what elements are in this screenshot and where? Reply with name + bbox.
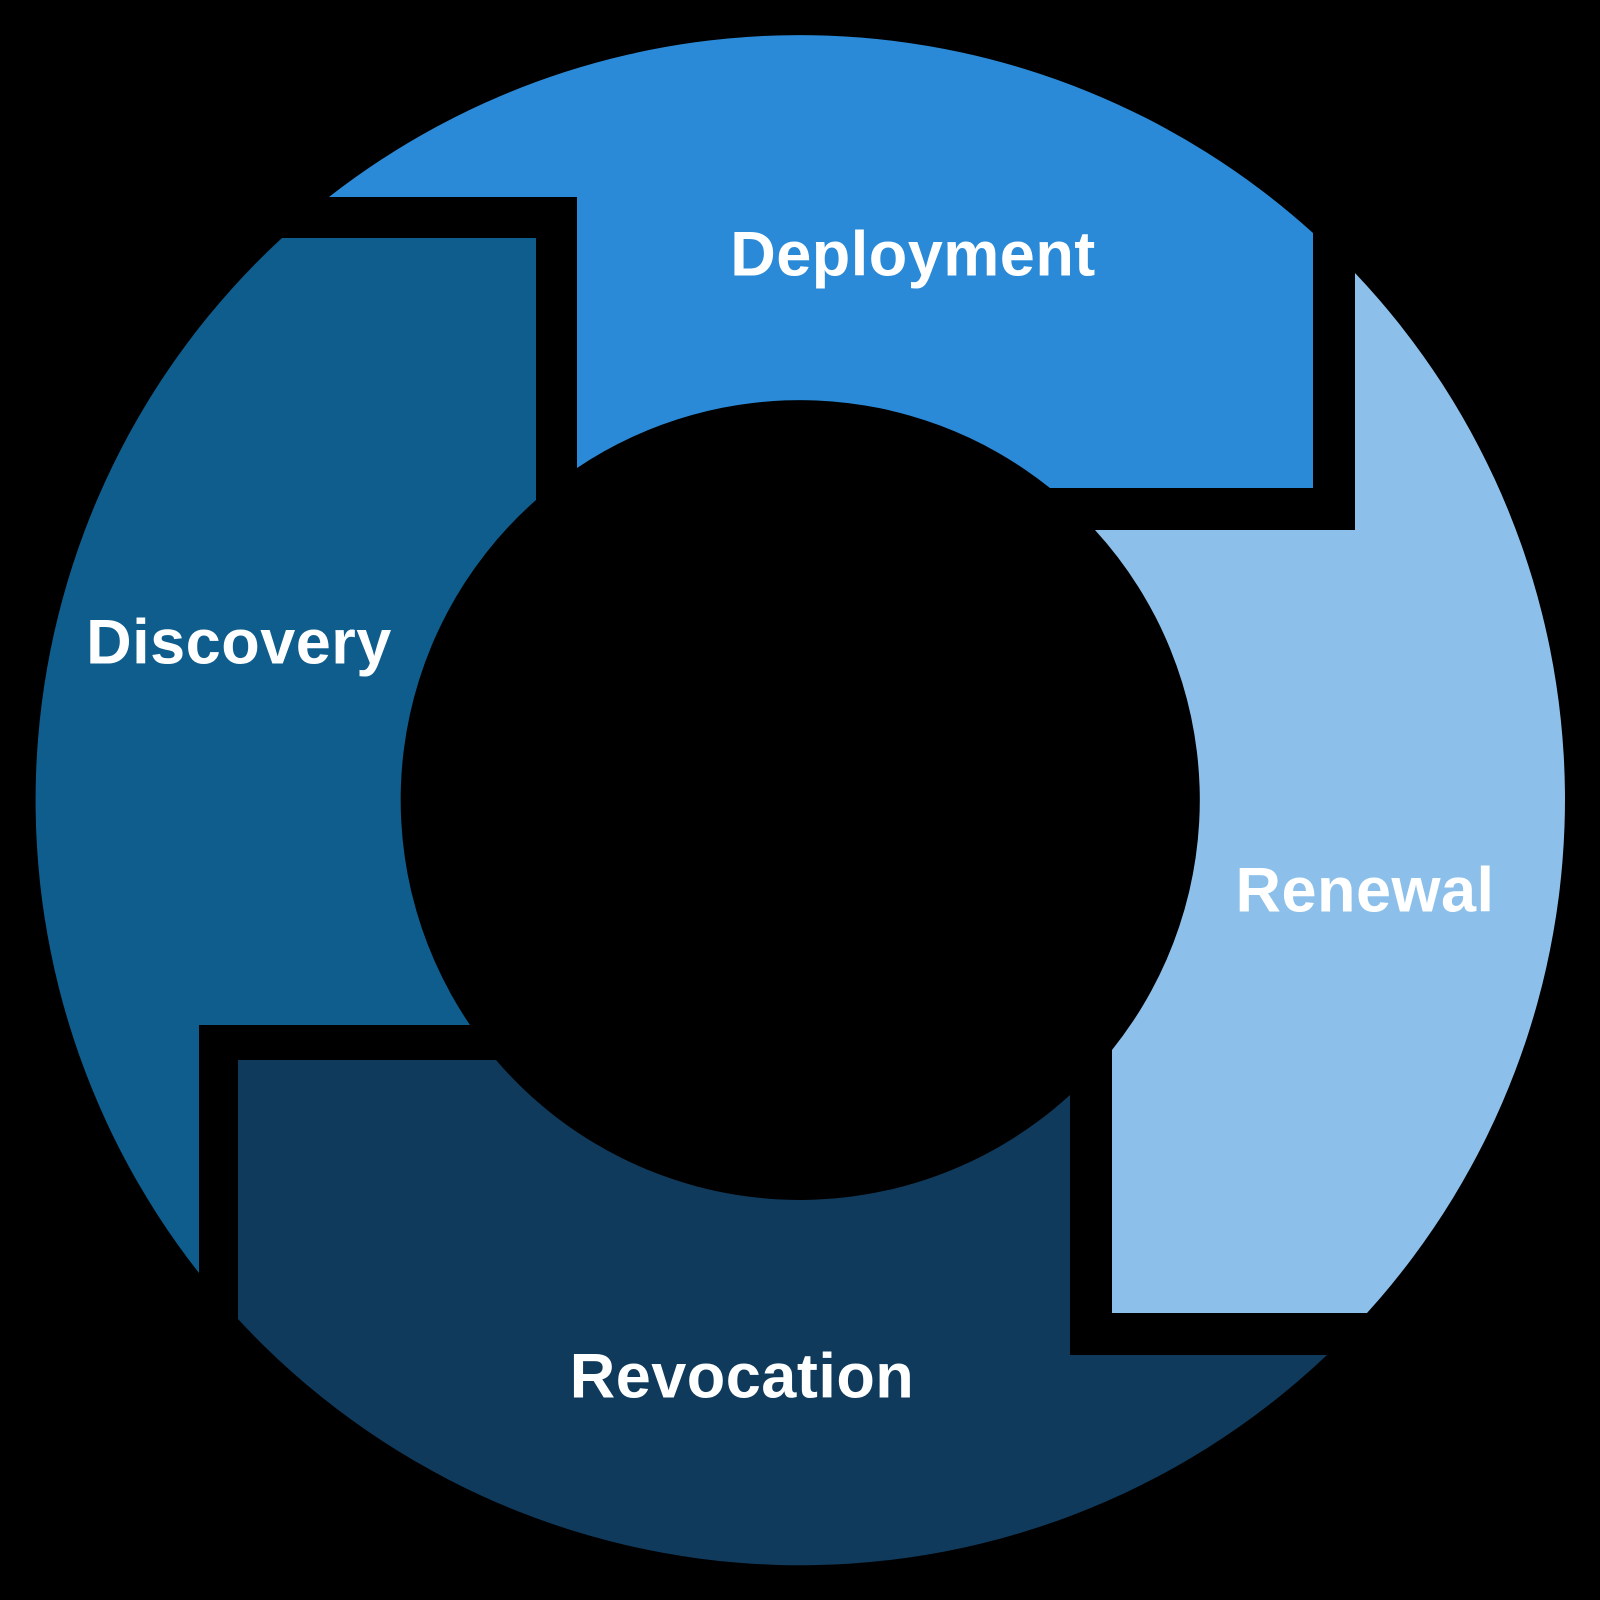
segment-revocation-arrow <box>238 1060 1327 1566</box>
segment-label-deployment: Deployment <box>730 219 1096 290</box>
segment-label-revocation: Revocation <box>569 1341 915 1412</box>
segment-deployment-arrow <box>329 35 1313 489</box>
segment-label-discovery: Discovery <box>86 607 392 678</box>
segment-renewal-arrow <box>1095 273 1565 1313</box>
segment-label-renewal: Renewal <box>1235 855 1495 926</box>
segment-discovery-arrow <box>35 238 537 1273</box>
